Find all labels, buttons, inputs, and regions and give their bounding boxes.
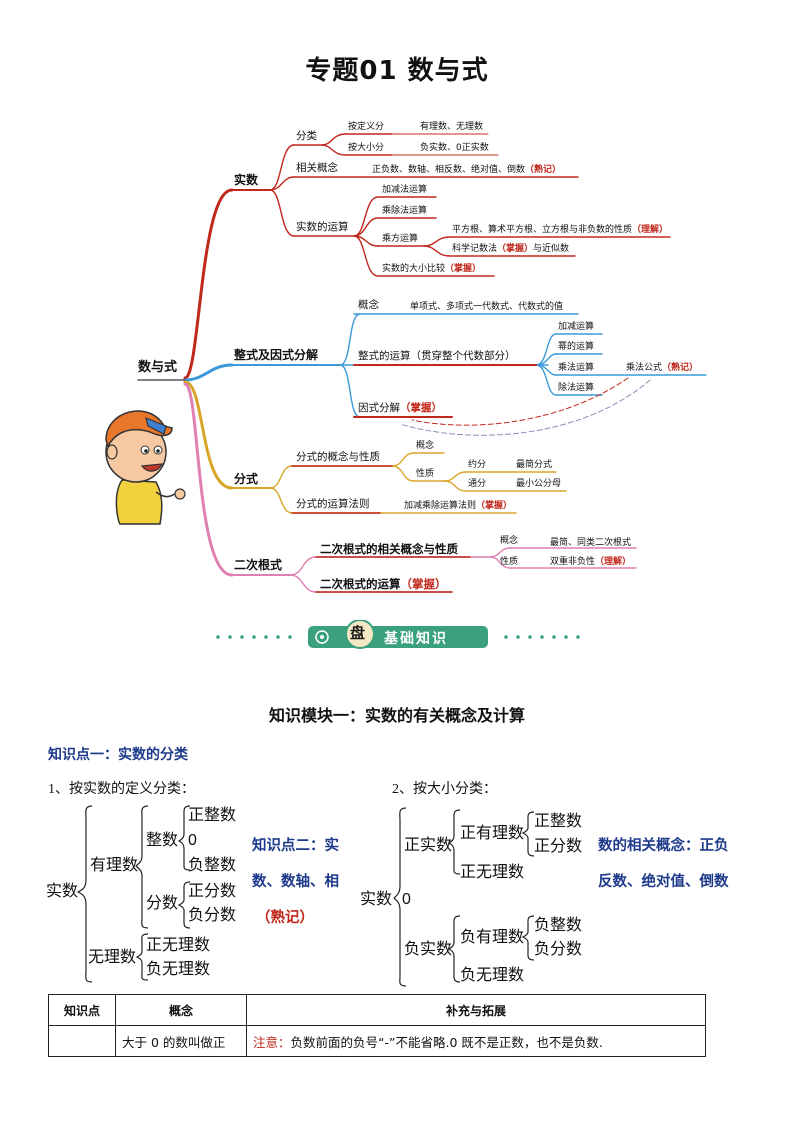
cls1-fraction: 分数 [146, 895, 179, 912]
node-poly: 整式及因式分解 [234, 348, 319, 362]
node-poly-ops: 整式的运算（贯穿整个代数部分） [358, 350, 516, 362]
related-concepts-side-note: 数的相关概念：正负 反数、绝对值、倒数 [598, 828, 729, 900]
node-frac-ops: 分式的运算法则 [296, 498, 370, 510]
cls1-pos-int: 正整数 [188, 807, 237, 824]
node-real-op-pow: 乘方运算 [382, 234, 419, 244]
cls1-rational: 有理数 [90, 857, 139, 874]
cls2-pos-frac: 正分数 [534, 838, 583, 855]
basic-knowledge-banner: 盘 基础知识 [0, 619, 794, 650]
node-rad-c1-val: 最简、同类二次根式 [550, 538, 632, 548]
node-poly-op-div: 除法运算 [558, 383, 595, 393]
cls2-root: 实数 [360, 891, 393, 908]
cls2-zero: 0 [402, 891, 411, 908]
mindmap-root: 数与式 [138, 360, 178, 375]
node-frac-reduce-val: 最简分式 [516, 460, 553, 470]
node-pow-roots: 平方根、算术平方根、立方根与非负数的性质（理解） [452, 225, 669, 235]
cls2-pos-rat: 正有理数 [460, 825, 525, 842]
cls1-pos-frac: 正分数 [188, 883, 237, 900]
node-poly-op-pow: 幂的运算 [558, 342, 595, 352]
cls2-neg-rat: 负有理数 [460, 929, 525, 946]
kp2-line-2: 数、数轴、相 [252, 874, 339, 890]
table-cell-note: 注意：负数前面的负号“-”不能省略.0 既不是正数，也不是负数. [246, 1025, 706, 1057]
node-frac-common: 通分 [468, 479, 487, 489]
note-label: 注意： [253, 1034, 291, 1050]
node-poly-factor: 因式分解（掌握） [358, 402, 442, 414]
cls1-zero: 0 [188, 832, 197, 849]
cls2-heading: 2、按大小分类： [392, 782, 497, 797]
node-poly-concept-val: 单项式、多项式一代数式、代数式的值 [410, 302, 564, 312]
node-frac-c1: 概念 [416, 441, 435, 451]
cls1-pos-irr: 正无理数 [146, 937, 211, 954]
node-rad-c2-val: 双重非负性（理解） [550, 557, 632, 567]
page-title: 专题01 数与式 [305, 56, 489, 86]
table-cell-concept: 大于 0 的数叫做正 [115, 1025, 247, 1057]
node-frac-ops-val: 加减乘除运算法则（掌握） [404, 501, 513, 511]
node-rad-ops: 二次根式的运算（掌握） [320, 577, 447, 591]
cls2-pos-real: 正实数 [404, 837, 453, 854]
banner-icon-char: 盘 [350, 624, 366, 642]
node-frac-common-val: 最小公分母 [516, 479, 562, 489]
table-header-concept: 概念 [115, 994, 247, 1026]
cls2-neg-real: 负实数 [404, 941, 453, 958]
table-header-extension: 补充与拓展 [246, 994, 706, 1026]
node-poly-concept: 概念 [358, 299, 379, 311]
cls1-integer: 整数 [146, 832, 179, 849]
node-frac-concept: 分式的概念与性质 [296, 451, 380, 463]
node-rad-c1: 概念 [500, 536, 519, 546]
node-concepts-val: 正负数、数轴、相反数、绝对值、倒数（熟记） [372, 165, 562, 175]
node-real-op-mul: 乘除法运算 [382, 206, 428, 216]
section-title: 知识模块一：实数的有关概念及计算 [268, 706, 525, 725]
kp2-side-note: 知识点二：实 数、数轴、相 （熟记） [252, 828, 339, 936]
banner-label: 基础知识 [384, 631, 448, 647]
knowledge-table: 知识点 概念 补充与拓展 大于 0 的数叫做正 注意：负数前面的负号“-”不能省… [48, 994, 706, 1057]
node-by-def: 按定义分 [348, 122, 385, 132]
cls1-neg-int: 负整数 [188, 857, 237, 874]
cls2-neg-int: 负整数 [534, 917, 583, 934]
cls1-neg-irr: 负无理数 [146, 961, 211, 978]
node-frac-reduce: 约分 [468, 460, 487, 470]
node-rad: 二次根式 [234, 558, 283, 572]
table-header-point: 知识点 [48, 994, 116, 1026]
node-poly-op-mul: 乘法运算 [558, 363, 595, 373]
note-text: 负数前面的负号“-”不能省略.0 既不是正数，也不是负数. [290, 1034, 603, 1050]
node-real: 实数 [234, 173, 259, 187]
node-real-ops: 实数的运算 [296, 221, 349, 233]
cls2-pos-irr: 正无理数 [460, 864, 525, 881]
node-rad-c2: 性质 [500, 557, 519, 567]
related-line-2: 反数、绝对值、倒数 [598, 874, 729, 890]
kp2-tag: （熟记） [256, 910, 314, 926]
table-header-row: 知识点 概念 补充与拓展 [48, 994, 706, 1026]
node-real-concepts: 相关概念 [296, 162, 338, 174]
node-real-compare: 实数的大小比较（掌握） [382, 264, 482, 274]
node-by-size-val: 负实数、0正实数 [420, 143, 489, 153]
cls2-neg-frac: 负分数 [534, 941, 583, 958]
node-real-classify: 分类 [296, 130, 317, 142]
node-pow-sci: 科学记数法（掌握）与近似数 [452, 244, 570, 254]
cartoon-boy-illustration [105, 410, 186, 525]
node-real-op-add: 加减法运算 [382, 185, 428, 195]
banner-graphic [216, 619, 580, 649]
cls1-root: 实数 [46, 883, 79, 900]
cls2-neg-irr: 负无理数 [460, 967, 525, 984]
node-rad-concept: 二次根式的相关概念与性质 [320, 542, 458, 556]
cls2-pos-int: 正整数 [534, 813, 583, 830]
node-by-def-val: 有理数、无理数 [420, 122, 484, 132]
table-row: 大于 0 的数叫做正 注意：负数前面的负号“-”不能省略.0 既不是正数，也不是… [48, 1025, 706, 1057]
node-poly-op-add: 加减运算 [558, 322, 595, 332]
related-line-1: 数的相关概念：正负 [598, 838, 729, 854]
node-mul-formula: 乘法公式（熟记） [626, 363, 699, 373]
knowledge-point-1: 知识点一：实数的分类 [48, 747, 188, 763]
cls-braces [76, 805, 535, 987]
node-frac: 分式 [234, 472, 259, 486]
node-by-size: 按大小分 [348, 143, 385, 153]
cls1-heading: 1、按实数的定义分类： [48, 782, 195, 797]
mindmap-lines [105, 133, 707, 593]
cls1-neg-frac: 负分数 [188, 907, 237, 924]
cls1-irrational: 无理数 [88, 949, 137, 966]
node-frac-c2: 性质 [416, 469, 435, 479]
target-icon [315, 630, 329, 644]
table-cell-point [48, 1025, 116, 1057]
kp2-line-1: 知识点二：实 [252, 838, 339, 854]
